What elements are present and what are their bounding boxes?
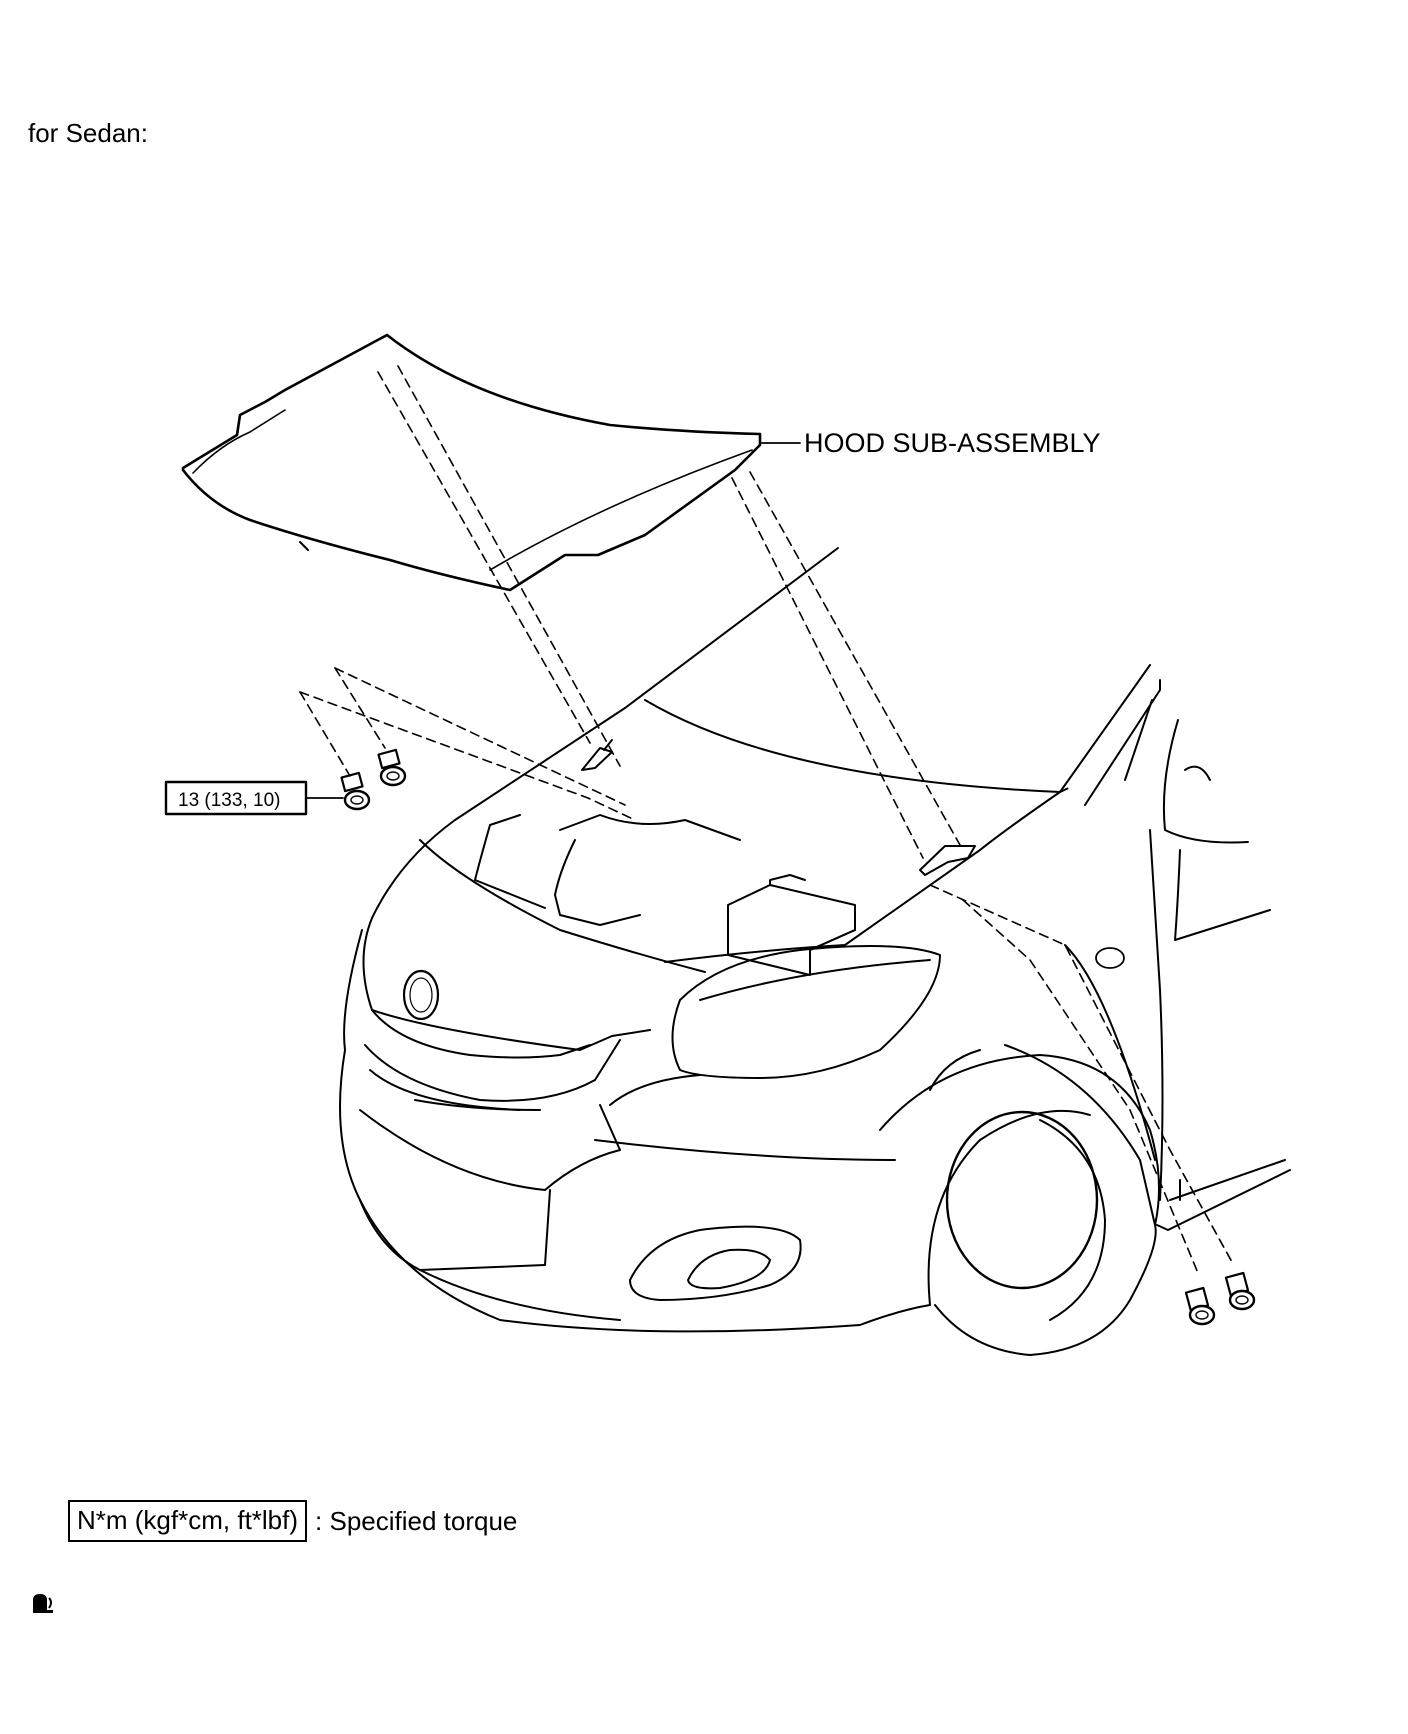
torque-callout: 13 (133, 10) xyxy=(164,780,344,816)
hood-hinge-bolt xyxy=(1184,1286,1216,1326)
hood-sub-assembly-label: HOOD SUB-ASSEMBLY xyxy=(804,428,1101,458)
corner-mark-icon xyxy=(33,1594,53,1613)
torque-unit-box: N*m (kgf*cm, ft*lbf) xyxy=(68,1500,308,1542)
alignment-dashed-lines xyxy=(299,365,1233,1274)
torque-legend-description: : Specified torque xyxy=(315,1505,518,1536)
hood-hinge-bolt xyxy=(377,748,407,787)
vehicle-front-body xyxy=(339,547,1291,1356)
hood-panel xyxy=(181,333,762,592)
hood-hinge-bolt xyxy=(340,771,371,811)
hood-hinge-bolt xyxy=(1224,1271,1256,1311)
diagram-caption: for Sedan: xyxy=(28,118,148,148)
torque-spec-label: 13 (133, 10) xyxy=(178,790,280,811)
torque-legend: N*m (kgf*cm, ft*lbf) : Specified torque xyxy=(68,1500,517,1542)
